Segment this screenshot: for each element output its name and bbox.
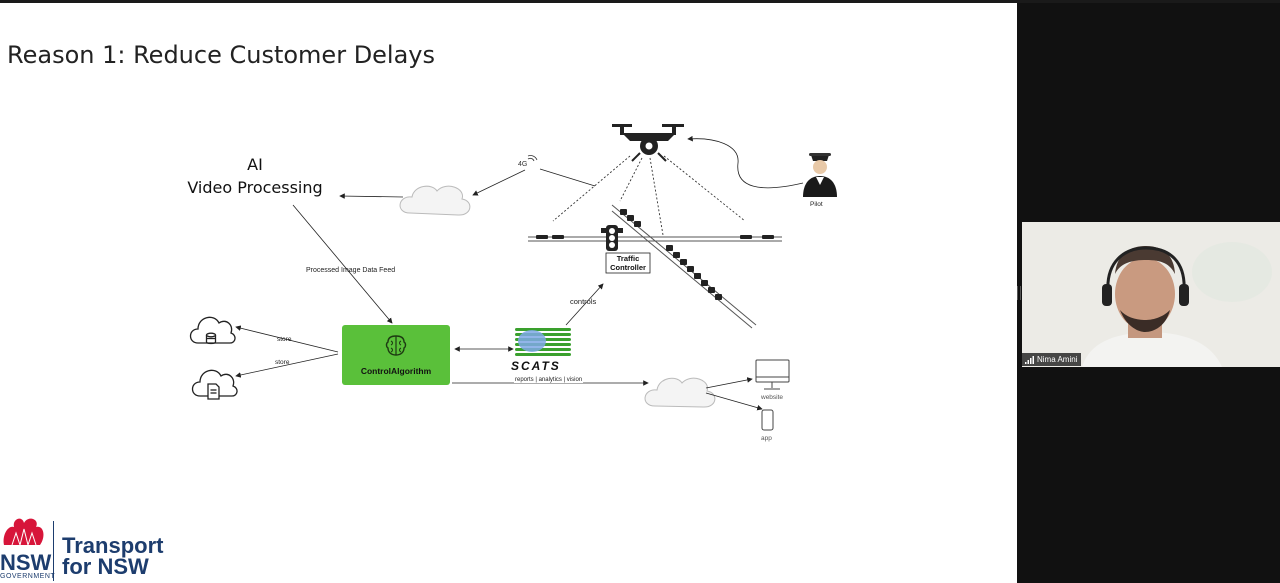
app-label: app <box>761 435 772 442</box>
presentation-slide: Reason 1: Reduce Customer Delays <box>0 3 1017 583</box>
pilot-label: Pilot <box>810 201 823 208</box>
traffic-controller-label: Controller <box>610 263 646 272</box>
traffic-light-icon <box>601 225 623 251</box>
arrow <box>472 169 526 196</box>
scats-logo: SCATS <box>511 328 571 373</box>
link-line <box>539 168 596 187</box>
ai-label-line2: Video Processing <box>187 178 323 197</box>
drone-icon <box>612 124 684 162</box>
reports-label: reports | analytics | vision <box>514 377 584 383</box>
traffic-controller-label: Traffic <box>617 254 640 263</box>
waratah-icon <box>3 518 44 546</box>
cloud-icon <box>399 185 471 216</box>
controls-label: controls <box>570 297 597 306</box>
logo-divider <box>53 521 54 581</box>
arrow <box>705 377 753 389</box>
logo-nsw-text: NSW <box>0 550 52 575</box>
participant-name: Nima Amini <box>1037 355 1078 364</box>
phone-icon <box>761 409 774 431</box>
participant-video-tile[interactable] <box>1022 222 1280 367</box>
cloud-document-icon <box>191 369 238 400</box>
ai-video-processing-label: AI Video Processing <box>175 153 335 199</box>
arrow <box>565 283 604 326</box>
car-icons <box>536 209 774 300</box>
monitor-icon <box>755 359 790 390</box>
participant-name-tag: Nima Amini <box>1022 353 1082 366</box>
svg-text:SCATS: SCATS <box>511 359 561 373</box>
brain-icon <box>385 335 407 356</box>
logo-government-text: GOVERNMENT <box>0 573 56 580</box>
logo-line1: Transport <box>62 533 164 558</box>
transport-nsw-logo: NSW GOVERNMENT Transport for NSW <box>0 513 200 583</box>
traffic-controller-box <box>605 252 651 274</box>
feed-label: Processed Image Data Feed <box>306 267 396 274</box>
participant-video-feed <box>1022 222 1280 367</box>
arrow <box>235 353 339 378</box>
cloud-database-icon <box>189 316 236 345</box>
panel-resize-handle[interactable] <box>1017 286 1021 300</box>
store-label: store <box>275 359 290 366</box>
system-diagram: 4G <box>189 124 837 431</box>
store-label: store <box>277 336 292 343</box>
arrow <box>339 193 404 199</box>
arrow <box>292 204 393 324</box>
slide-title: Reason 1: Reduce Customer Delays <box>7 41 436 69</box>
4g-signal-icon: 4G <box>518 155 538 168</box>
ai-label-line1: AI <box>247 155 263 174</box>
signal-strength-icon <box>1025 355 1034 364</box>
control-algorithm-label: ControlAlgorithm <box>360 366 432 376</box>
logo-line2: for NSW <box>62 554 149 579</box>
arrow <box>235 325 339 353</box>
logo-wordmark: Transport for NSW <box>62 533 164 579</box>
arrow <box>687 135 804 189</box>
pilot-icon <box>803 153 837 197</box>
drone-view-lines <box>552 155 746 236</box>
svg-text:4G: 4G <box>518 161 527 168</box>
arrow <box>705 392 763 411</box>
website-label: website <box>761 394 784 401</box>
control-algorithm-box: ControlAlgorithm <box>342 325 450 385</box>
window-top-bar <box>0 0 1280 3</box>
cloud-icon <box>644 377 716 408</box>
